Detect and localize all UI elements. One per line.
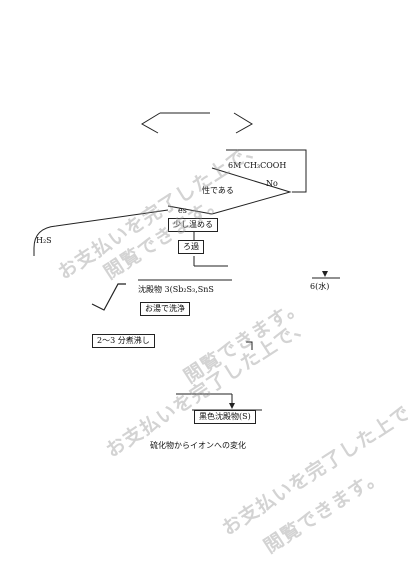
right-chevron xyxy=(233,112,253,134)
hot-wash-step: お湯で洗浄 xyxy=(140,302,190,316)
arrow-head xyxy=(229,403,235,409)
h2s-label: H₂S xyxy=(36,236,52,245)
boil-bracket xyxy=(246,341,253,350)
reagent-connector xyxy=(226,149,307,193)
check-stroke xyxy=(91,283,126,311)
caption: 硫化物からイオンへの変化 xyxy=(150,441,246,450)
acidic-label: 性である xyxy=(202,186,234,195)
yes-label: es xyxy=(178,206,187,215)
water6-label: 6(水) xyxy=(310,282,330,291)
decision-left-edge xyxy=(167,205,213,215)
reagent-label: 6M CH₃COOH xyxy=(228,161,287,170)
left-branch-curve xyxy=(33,209,169,256)
left-chevron xyxy=(141,112,161,134)
water6-arrowhead xyxy=(322,271,328,277)
decision-diamond xyxy=(211,167,292,215)
warm-step: 少し温める xyxy=(168,218,218,232)
black-precipitate-step: 黒色沈殿物(S) xyxy=(194,410,256,424)
no-label: No xyxy=(266,179,278,188)
precipitate3-label: 沈殿物 3(Sb₂S₃,SnS xyxy=(138,285,214,294)
boil-step: 2～3 分煮沸し xyxy=(92,334,155,348)
filter-step: ろ過 xyxy=(178,240,204,254)
